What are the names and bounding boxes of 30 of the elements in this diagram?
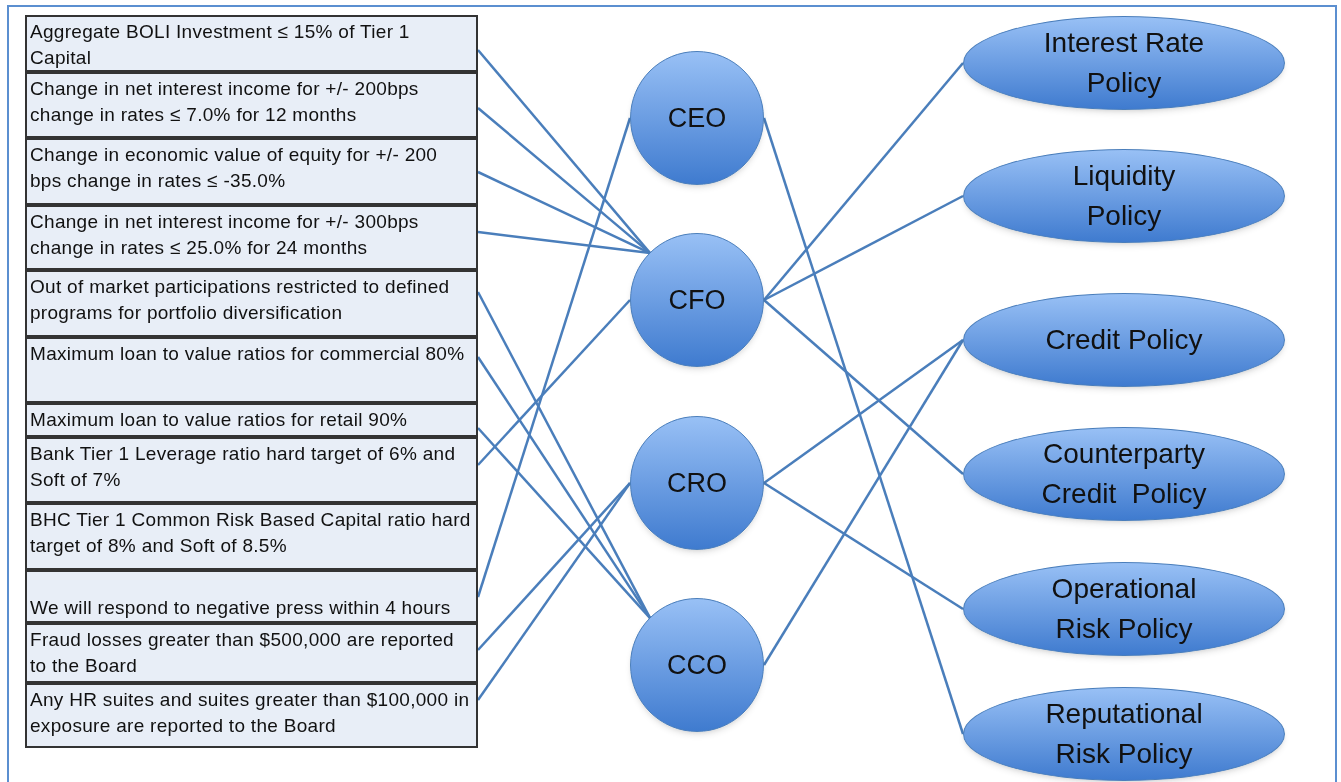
criteria-cell: BHC Tier 1 Common Risk Based Capital ratio hard target of 8% and Soft of 8.5%: [25, 503, 478, 570]
criteria-cell: We will respond to negative press within 4 hours: [25, 570, 478, 623]
connector-line: [762, 117, 965, 735]
policy-ellipse: Reputational Risk Policy: [963, 687, 1285, 781]
connector-line: [477, 170, 651, 255]
policy-ellipse: Counterparty Credit Policy: [963, 427, 1285, 521]
criteria-cell: Fraud losses greater than $500,000 are reported to the Board: [25, 623, 478, 683]
criteria-cell: Maximum loan to value ratios for commercial 80%: [25, 337, 478, 403]
criteria-cell: Change in net interest income for +/- 300bps change in rates ≤ 25.0% for 24 months: [25, 205, 478, 270]
criteria-cell: Maximum loan to value ratios for retail 90%: [25, 403, 478, 437]
criteria-cell: Out of market participations restricted to defined programs for portfolio diversification: [25, 270, 478, 337]
criteria-cell: Change in net interest income for +/- 200bps change in rates ≤ 7.0% for 12 months: [25, 72, 478, 138]
connector-line: [763, 339, 964, 484]
connector-line: [477, 230, 651, 255]
criteria-cell: Bank Tier 1 Leverage ratio hard target of 6% and Soft of 7%: [25, 437, 478, 503]
connector-line: [762, 339, 965, 666]
criteria-cell: Any HR suites and suites greater than $100,000 in exposure are reported to the Board: [25, 683, 478, 748]
policy-ellipse: Credit Policy: [963, 293, 1285, 387]
connector-line: [763, 194, 964, 302]
connector-line: [477, 49, 652, 254]
connector-line: [763, 62, 964, 301]
connector-line: [763, 481, 964, 611]
policy-ellipse: Operational Risk Policy: [963, 562, 1285, 656]
policy-ellipse: Interest Rate Policy: [963, 16, 1285, 110]
connector-line: [477, 427, 652, 619]
policy-ellipse: Liquidity Policy: [963, 149, 1285, 243]
criteria-cell: Aggregate BOLI Investment ≤ 15% of Tier 1 Capital: [25, 15, 478, 72]
connector-line: [763, 299, 964, 475]
criteria-cell: Change in economic value of equity for +/- 200 bps change in rates ≤ -35.0%: [25, 138, 478, 205]
connector-line: [477, 299, 631, 466]
